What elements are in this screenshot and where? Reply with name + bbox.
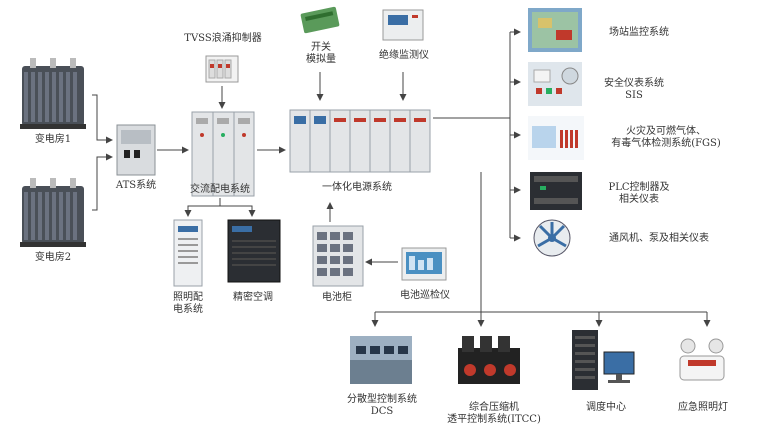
server-rack-icon — [572, 330, 598, 390]
conn-acdist-aircon — [220, 205, 256, 217]
battery-cabinet-icon — [312, 225, 364, 287]
label-switch-analog: 开关 模拟量 — [306, 42, 336, 65]
label-insulation: 绝缘监测仪 — [379, 50, 429, 61]
cabinet-icon — [191, 111, 255, 197]
surge-protector-icon — [205, 55, 239, 83]
compressor-icon — [458, 336, 520, 384]
label-battery-cabinet: 电池柜 — [322, 292, 352, 303]
label-plc: PLC控制器及 相关仪表 — [608, 182, 670, 205]
cabinet-icon — [116, 124, 156, 176]
transformer-icon — [20, 58, 86, 129]
plc-icon — [530, 172, 582, 210]
fgs-icon — [528, 116, 584, 160]
label-battery-inspector: 电池巡检仪 — [400, 290, 450, 301]
label-dcs: 分散型控制系统 DCS — [347, 394, 417, 417]
monitor-icon — [603, 351, 635, 383]
sis-panel-icon — [528, 62, 582, 106]
label-ventilation: 通风机、泵及相关仪表 — [609, 233, 709, 244]
transformer-icon — [20, 178, 86, 247]
fan-icon — [533, 219, 571, 257]
conn-transformer2-ats — [92, 153, 113, 211]
cabinet-icon — [289, 109, 431, 173]
conn-acdist-lighting — [184, 198, 221, 217]
emergency-lamp-icon — [679, 338, 725, 381]
label-ac-dist: 交流配电系统 — [190, 184, 250, 195]
label-ittc: 综合压缩机 透平控制系统(ITCC) — [447, 402, 541, 425]
monitor-icon — [382, 9, 424, 41]
scada-screen-icon — [528, 8, 582, 52]
monitor-icon — [401, 247, 447, 281]
label-tvss: TVSS浪涌抑制器 — [184, 33, 262, 44]
label-precision-ac: 精密空调 — [233, 292, 273, 303]
control-room-icon — [350, 336, 412, 384]
label-transformer2: 变电房2 — [34, 252, 72, 263]
label-lighting-dist: 照明配 电系统 — [173, 292, 203, 315]
label-ats: ATS系统 — [115, 180, 157, 191]
io-module-icon — [300, 6, 340, 34]
aircon-icon — [227, 219, 281, 283]
label-emergency-light: 应急照明灯 — [678, 402, 728, 413]
label-integrated-power: 一体化电源系统 — [322, 182, 392, 193]
label-sis: 安全仪表系统 SIS — [604, 78, 664, 101]
label-transformer1: 变电房1 — [34, 134, 72, 145]
cabinet-icon — [173, 219, 203, 287]
label-station-monitor: 场站监控系统 — [609, 27, 669, 38]
label-dispatch: 调度中心 — [586, 402, 626, 413]
label-fgs: 火灾及可燃气体、 有毒气体检测系统(FGS) — [611, 126, 721, 149]
conn-transformer1-ats — [92, 94, 113, 144]
